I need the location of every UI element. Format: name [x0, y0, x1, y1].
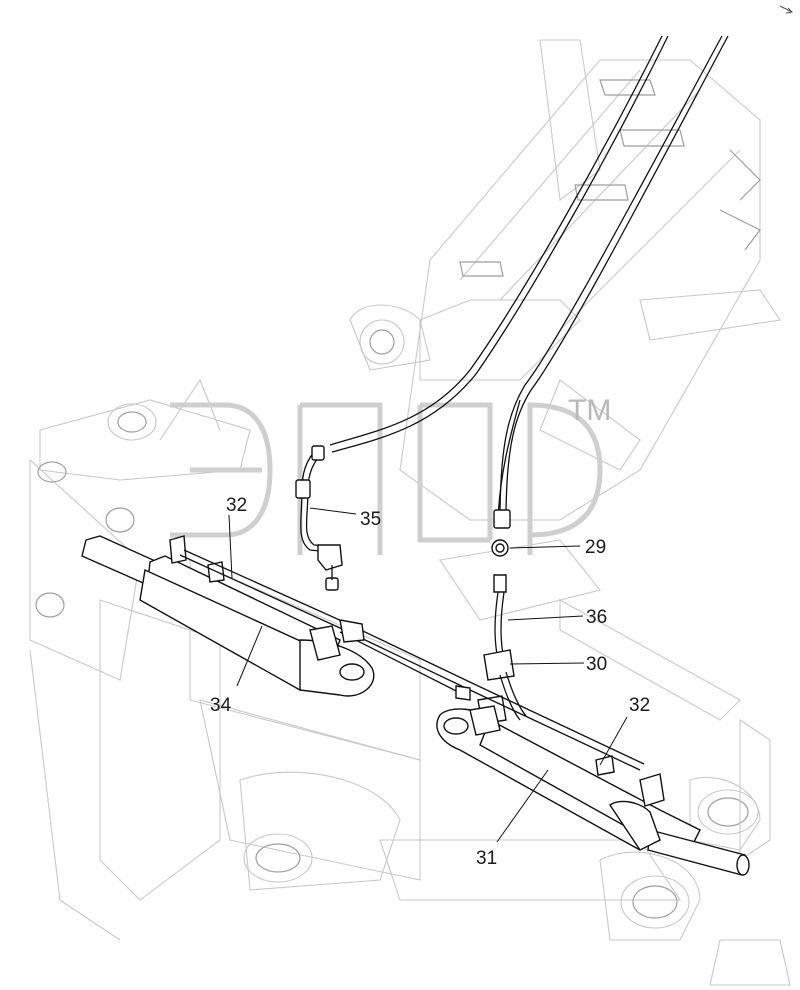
cylinder-34 — [81, 535, 375, 697]
callout-32-left: 32 — [226, 495, 247, 516]
leader-lines — [228, 507, 628, 843]
callout-36: 36 — [586, 607, 607, 628]
boom-arm-outline — [349, 39, 781, 521]
hydraulic-lines-32 — [179, 549, 645, 771]
chassis-frame-outline — [29, 378, 791, 986]
callout-35: 35 — [360, 509, 381, 530]
boom-hoses — [329, 35, 729, 521]
callout-30: 30 — [586, 654, 607, 675]
callout-labels: 32 35 29 36 30 32 34 31 — [210, 495, 650, 869]
hose-assembly-35 — [295, 445, 343, 591]
watermark-logo: TM — [170, 394, 611, 555]
callout-32-right: 32 — [629, 695, 650, 716]
callout-34: 34 — [210, 695, 232, 716]
callout-29: 29 — [585, 537, 606, 558]
cylinder-31 — [436, 705, 750, 876]
trademark-text: TM — [568, 394, 611, 427]
callout-31: 31 — [476, 848, 497, 869]
corner-arrow-icon — [779, 5, 794, 14]
